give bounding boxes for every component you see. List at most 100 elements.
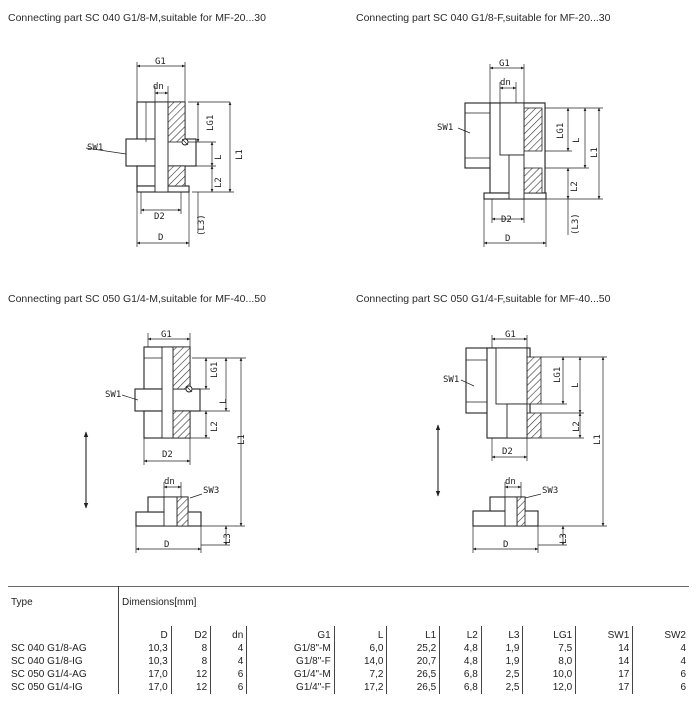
label-g1: G1 (155, 57, 166, 67)
cell: 6,0 (334, 642, 388, 655)
label-g1: G1 (499, 59, 510, 69)
cell: 6 (210, 681, 248, 694)
cell: 6 (210, 668, 248, 681)
label-sw1: SW1 (437, 123, 453, 133)
cell: 4,8 (439, 655, 482, 668)
cell: 6 (680, 669, 686, 680)
cell: 17,0 (118, 681, 172, 694)
cell: 1,9 (481, 655, 524, 668)
label-d2: D2 (154, 212, 165, 222)
row-type: SC 050 G1/4-AG (8, 668, 119, 681)
caption-sc040-f: Connecting part SC 040 G1/8-F,suitable f… (356, 12, 611, 24)
label-d: D (158, 233, 163, 243)
column-header: L1 (386, 626, 441, 642)
label-d: D (505, 234, 510, 244)
label-lg1: LG1 (210, 362, 220, 378)
drawing-sc040-f: G1 dn SW1 LG1 L L1 L2 (L3) D2 D (437, 59, 603, 247)
cell: 8 (171, 655, 212, 668)
cell: 14 (575, 655, 634, 668)
label-l: L (571, 383, 581, 388)
caption-sc040-m: Connecting part SC 040 G1/8-M,suitable f… (8, 12, 266, 24)
label-l2: L2 (214, 177, 224, 188)
label-d2: D2 (502, 447, 513, 457)
column-header: G1 (246, 626, 335, 642)
label-dn: dn (505, 477, 516, 487)
cell: 14,0 (334, 655, 388, 668)
cell: 17 (575, 668, 634, 681)
label-l1: L1 (590, 147, 600, 158)
cell: 4,8 (439, 642, 482, 655)
column-header: dn (210, 626, 248, 642)
cell: 4 (680, 656, 686, 667)
cell: G1/8"-F (246, 655, 335, 668)
cell: 12,0 (522, 681, 577, 694)
table-row: SC 040 G1/8-AG 10,3 8 4 G1/8"-M 6,0 25,2… (8, 642, 689, 655)
label-sw1: SW1 (443, 375, 459, 385)
cell: G1/4"-M (246, 668, 335, 681)
cell: 26,5 (386, 668, 441, 681)
dimensions-table: Type Dimensions[mm] D D2 dn G1 L L1 L2 L… (8, 586, 689, 694)
label-dn: dn (500, 78, 511, 88)
cell: 8 (171, 642, 212, 655)
cell: 14 (575, 642, 634, 655)
cell: 25,2 (386, 642, 441, 655)
column-header: D (118, 626, 172, 642)
drawing-sc040-m: G1 dn SW1 LG1 L L1 L2 (L3) D2 D (85, 57, 245, 247)
caption-sc050-m: Connecting part SC 050 G1/4-M,suitable f… (8, 293, 266, 305)
cell: 6,8 (439, 668, 482, 681)
label-l3: L3 (559, 533, 569, 544)
cell: 12 (171, 668, 212, 681)
column-header: LG1 (522, 626, 577, 642)
cell: 4 (680, 643, 686, 654)
label-l3: L3 (223, 533, 233, 544)
column-header: D2 (171, 626, 212, 642)
cell: 6 (680, 682, 686, 693)
cell: 17 (575, 681, 634, 694)
label-l3: (L3) (571, 213, 581, 235)
caption-sc050-f: Connecting part SC 050 G1/4-F,suitable f… (356, 293, 611, 305)
column-header: SW2 (664, 630, 686, 641)
label-l: L (214, 155, 224, 160)
dimensions-header: Dimensions[mm] (122, 597, 197, 608)
cell: G1/4"-F (246, 681, 335, 694)
cell: 12 (171, 681, 212, 694)
label-sw3: SW3 (542, 486, 558, 496)
label-lg1: LG1 (553, 367, 563, 383)
cell: 4 (210, 655, 248, 668)
table-row: SC 050 G1/4-AG 17,0 12 6 G1/4"-M 7,2 26,… (8, 668, 689, 681)
cell: 17,2 (334, 681, 388, 694)
cell: 2,5 (481, 681, 524, 694)
label-l1: L1 (237, 434, 247, 445)
row-type: SC 040 G1/8-IG (8, 655, 119, 668)
label-sw1: SW1 (105, 390, 121, 400)
label-d: D (164, 540, 169, 550)
label-sw3: SW3 (203, 486, 219, 496)
cell: 10,3 (118, 655, 172, 668)
cell: 17,0 (118, 668, 172, 681)
label-l3: (L3) (197, 214, 207, 236)
cell: 20,7 (386, 655, 441, 668)
label-g1: G1 (161, 330, 172, 340)
cell: 1,9 (481, 642, 524, 655)
label-l1: L1 (593, 434, 603, 445)
type-column-spacer (8, 626, 119, 642)
column-header: L (334, 626, 388, 642)
drawing-sc050-m: G1 SW1 LG1 L L2 L1 D2 dn SW3 L3 D (83, 330, 247, 553)
table-row: SC 050 G1/4-IG 17,0 12 6 G1/4"-F 17,2 26… (8, 681, 689, 694)
label-lg1: LG1 (556, 123, 566, 139)
label-d2: D2 (162, 450, 173, 460)
column-header: SW1 (575, 626, 634, 642)
cell: 10,0 (522, 668, 577, 681)
technical-drawings: G1 dn SW1 LG1 L L1 L2 (L3) D2 D (83, 57, 607, 553)
cell: 7,2 (334, 668, 388, 681)
cell: 26,5 (386, 681, 441, 694)
column-header: L3 (481, 626, 524, 642)
label-lg1: LG1 (206, 115, 216, 131)
label-dn: dn (153, 82, 164, 92)
label-l1: L1 (235, 149, 245, 160)
cell: 8,0 (522, 655, 577, 668)
row-type: SC 050 G1/4-IG (8, 681, 119, 694)
table-row: SC 040 G1/8-IG 10,3 8 4 G1/8"-F 14,0 20,… (8, 655, 689, 668)
cell: 6,8 (439, 681, 482, 694)
label-g1: G1 (505, 330, 516, 340)
